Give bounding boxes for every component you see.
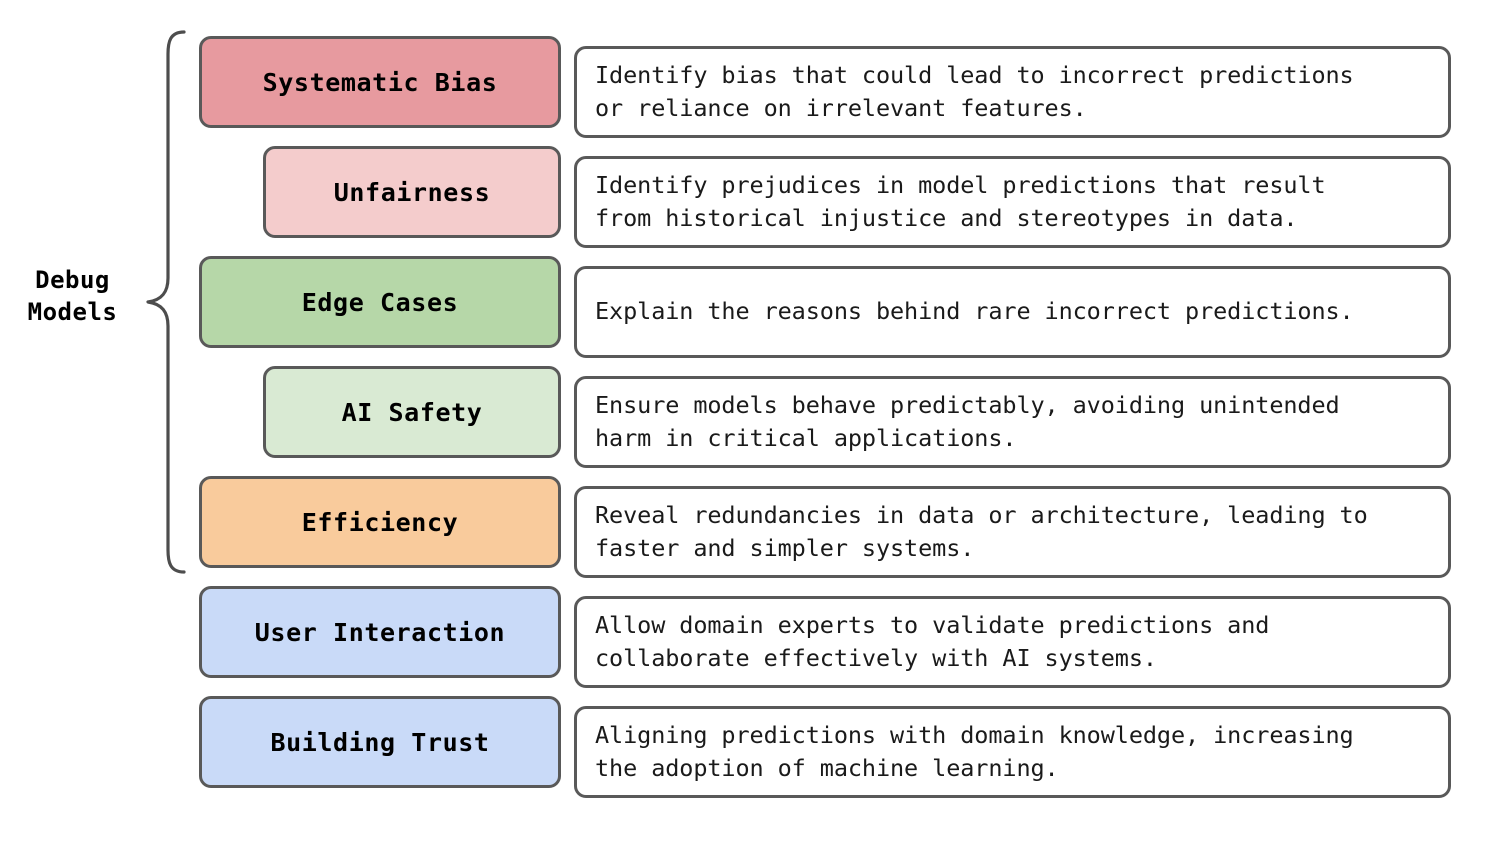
diagram-row: Edge Cases Explain the reasons behind rar…: [0, 248, 1500, 358]
category-box[interactable]: AI Safety: [263, 366, 561, 458]
category-box[interactable]: User Interaction: [199, 586, 561, 678]
description-box: Reveal redundancies in data or architect…: [574, 486, 1451, 578]
description-text: Identify bias that could lead to incorre…: [595, 60, 1354, 122]
description-text: Reveal redundancies in data or architect…: [595, 500, 1368, 562]
diagram-row: Systematic Bias Identify bias that could …: [0, 28, 1500, 138]
diagram-row: AI Safety Ensure models behave predictabl…: [0, 358, 1500, 468]
category-box[interactable]: Systematic Bias: [199, 36, 561, 128]
description-box: Identify prejudices in model predictions…: [574, 156, 1451, 248]
description-text: Identify prejudices in model predictions…: [595, 170, 1326, 232]
group-brace: [144, 28, 188, 576]
description-text: Ensure models behave predictably, avoidi…: [595, 390, 1340, 452]
category-box[interactable]: Edge Cases: [199, 256, 561, 348]
description-box: Ensure models behave predictably, avoidi…: [574, 376, 1451, 468]
category-box[interactable]: Efficiency: [199, 476, 561, 568]
diagram-row: Building Trust Aligning predictions with …: [0, 688, 1500, 798]
description-box: Aligning predictions with domain knowled…: [574, 706, 1451, 798]
category-box[interactable]: Unfairness: [263, 146, 561, 238]
description-text: Allow domain experts to validate predict…: [595, 610, 1270, 672]
category-box[interactable]: Building Trust: [199, 696, 561, 788]
diagram-row: Efficiency Reveal redundancies in data or…: [0, 468, 1500, 578]
description-text: Aligning predictions with domain knowled…: [595, 720, 1354, 782]
description-box: Identify bias that could lead to incorre…: [574, 46, 1451, 138]
description-box: Explain the reasons behind rare incorrec…: [574, 266, 1451, 358]
diagram-row: User Interaction Allow domain experts to …: [0, 578, 1500, 688]
group-label-debug-models: Debug Models: [27, 266, 118, 326]
curly-brace-icon: [146, 30, 186, 574]
diagram-row: Unfairness Identify prejudices in model p…: [0, 138, 1500, 248]
description-text: Explain the reasons behind rare incorrec…: [595, 297, 1354, 326]
description-box: Allow domain experts to validate predict…: [574, 596, 1451, 688]
